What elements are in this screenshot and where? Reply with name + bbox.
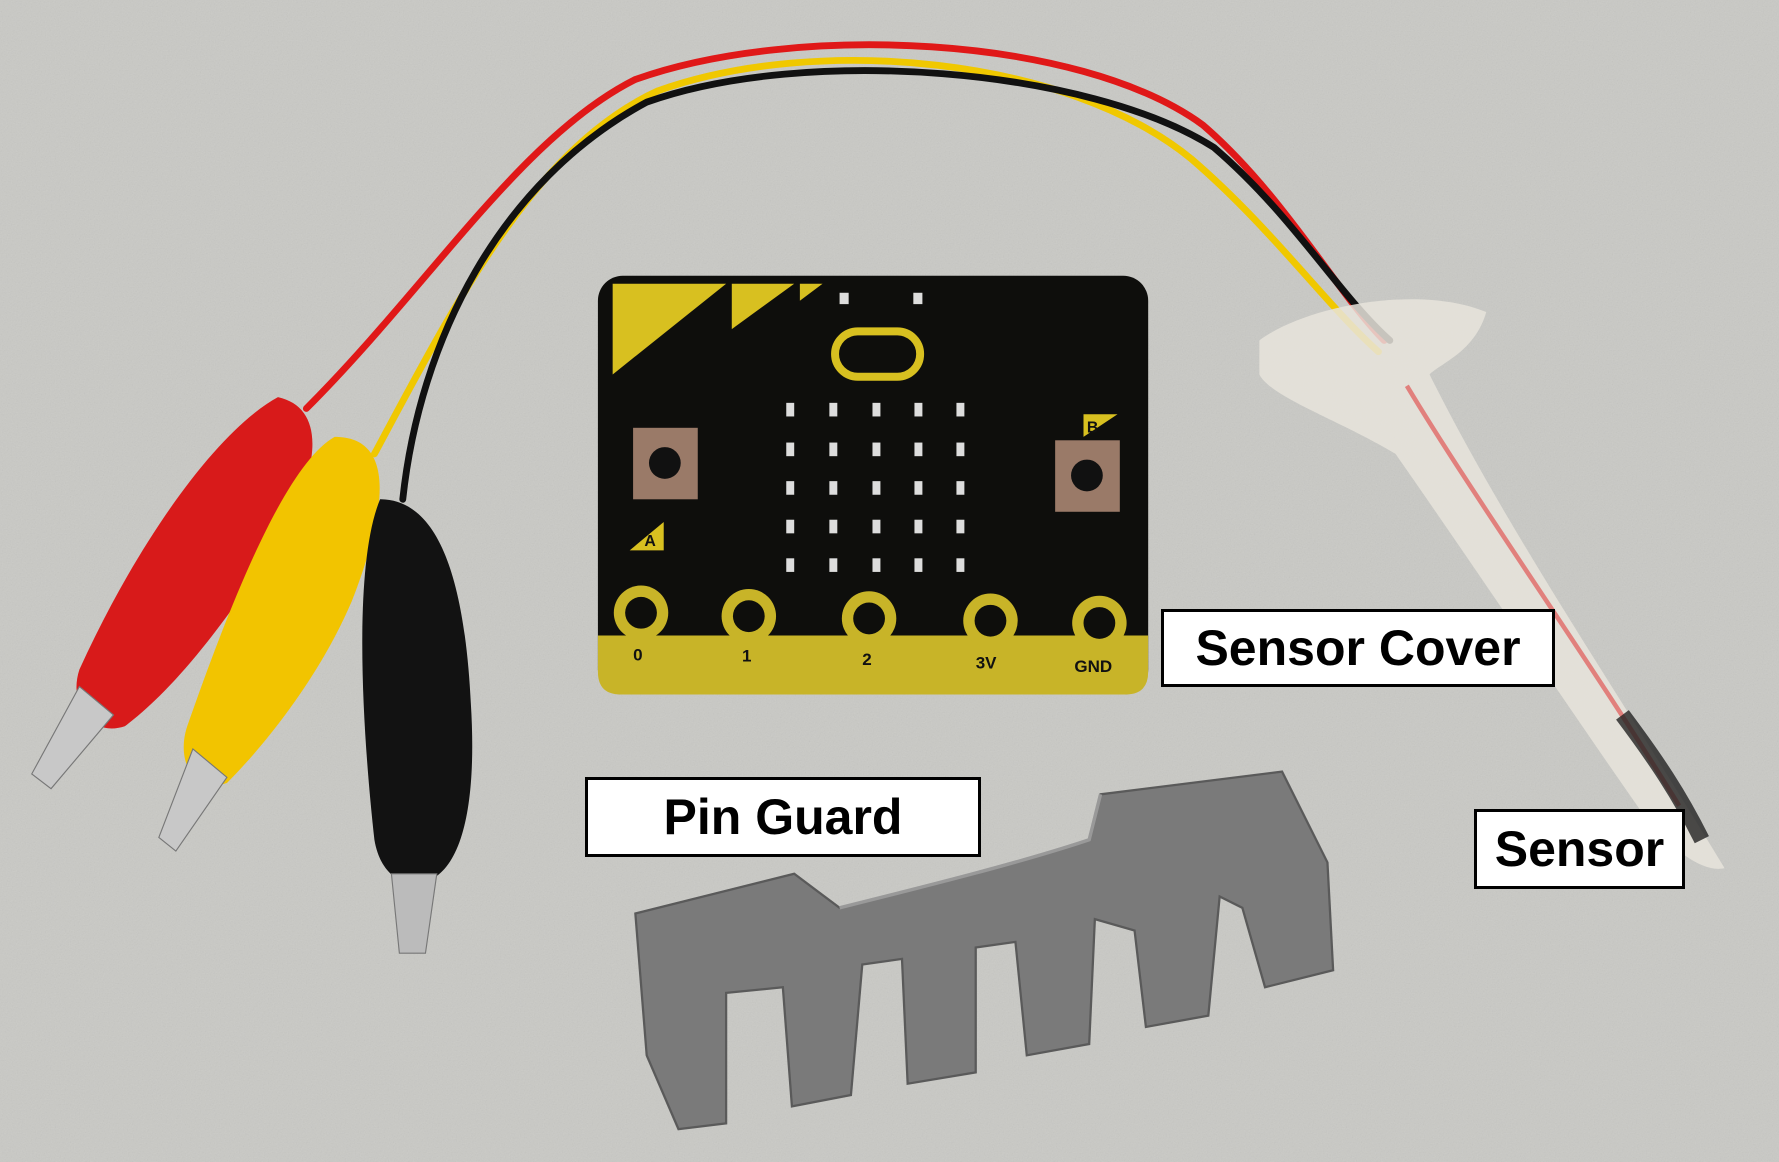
pin-label-1: 1 — [742, 647, 751, 666]
microbit-board: A B 0 1 2 3V GND — [597, 275, 1149, 695]
wires — [302, 41, 1394, 503]
pin-guard-label: Pin Guard — [585, 777, 981, 857]
button-a: A — [629, 427, 698, 551]
sensor-cover-label: Sensor Cover — [1161, 609, 1555, 687]
pin-label-0: 0 — [633, 645, 642, 664]
black-clip — [362, 499, 473, 954]
pin-guard — [634, 770, 1335, 1131]
pin-label-3v: 3V — [976, 653, 997, 672]
black-wire — [399, 67, 1394, 503]
sensor-cover — [1259, 299, 1725, 869]
red-wire — [302, 41, 1388, 412]
pin-label-gnd: GND — [1074, 657, 1112, 676]
button-b-label: B — [1087, 419, 1098, 436]
pin-label-2: 2 — [862, 650, 871, 669]
sensor-label: Sensor — [1474, 809, 1685, 889]
led-matrix — [786, 402, 965, 572]
button-a-label: A — [644, 533, 656, 550]
button-b: B — [1055, 414, 1120, 512]
yellow-clip — [158, 436, 380, 852]
red-clip — [31, 397, 313, 790]
